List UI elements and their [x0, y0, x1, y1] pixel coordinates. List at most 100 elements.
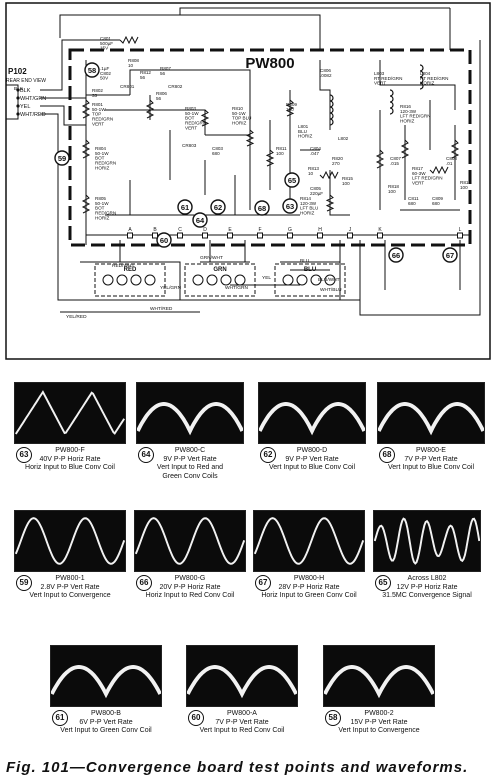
- test-point-circle: [284, 172, 300, 188]
- terminal-label: C: [178, 227, 182, 233]
- resistor-symbol: [81, 139, 91, 159]
- wire-label: WHT/GRN: [225, 285, 248, 291]
- trace-svg: [15, 517, 125, 565]
- inductor-symbol: [419, 64, 424, 90]
- coil-winding: [220, 274, 232, 286]
- label-l802: L802: [338, 136, 349, 141]
- terminal-label: K: [378, 227, 382, 233]
- wire: [359, 40, 481, 316]
- scope-trace-image: [14, 382, 126, 444]
- label-c804: C804.047: [310, 146, 321, 156]
- test-point-62: 62: [210, 199, 226, 215]
- test-point-circle: [54, 150, 70, 166]
- waveform-desc-line: Vert Input to Blue Conv Coil: [269, 464, 355, 471]
- connector-pin: [16, 112, 20, 116]
- waveform-desc-line: 7V P-P Vert Rate: [404, 455, 458, 463]
- coil-winding: [206, 274, 218, 286]
- waveform-number: 64: [138, 447, 154, 463]
- wire-label: BLU: [300, 258, 310, 264]
- trace-line: [259, 402, 365, 436]
- test-point-number: 59: [58, 154, 66, 163]
- terminal-A: [127, 232, 133, 239]
- test-point-circle: [254, 200, 270, 216]
- coil-label: RED: [124, 267, 137, 273]
- resistor-symbol: [145, 99, 155, 119]
- test-point-64: 64: [192, 212, 208, 228]
- connector-view: REAR END VIEW: [6, 78, 46, 84]
- terminal-K: [377, 232, 383, 239]
- resistor-symbol: [325, 194, 335, 212]
- trace-svg: [254, 517, 364, 565]
- label-c807: C807.015: [390, 156, 401, 166]
- waveform-desc-line: Vert Input to Red and: [156, 464, 224, 471]
- trace-svg: [259, 402, 365, 436]
- trace-line: [51, 665, 161, 699]
- wire-label: WHT/BLU: [320, 287, 342, 293]
- waveform-number: 65: [375, 575, 391, 591]
- resistor-symbol: [245, 129, 255, 147]
- trace-line: [137, 402, 243, 436]
- test-point-number: 66: [392, 251, 400, 260]
- terminal-G: [287, 232, 293, 239]
- conv-coil-red: RED: [94, 263, 166, 297]
- trace-line: [254, 517, 364, 565]
- scope-trace-image: [186, 645, 298, 707]
- resistor-symbol: [265, 149, 275, 167]
- waveform-number: 60: [188, 710, 204, 726]
- waveform-desc-line: Vert Input to Red Conv Coil: [199, 727, 285, 734]
- scope-trace-image: [323, 645, 435, 707]
- waveform-desc-line: 6V P-P Vert Rate: [79, 718, 133, 726]
- trace-svg: [51, 665, 161, 699]
- scope-trace-image: [134, 510, 246, 572]
- scope-trace-image: [50, 645, 162, 707]
- connector-pin-label: WHT/GRN: [20, 96, 46, 102]
- coil-winding: [130, 274, 142, 286]
- test-point-60: 60: [156, 232, 172, 248]
- trace-line: [324, 665, 434, 699]
- waveform-number: 58: [325, 710, 341, 726]
- resistor-symbol: [285, 99, 295, 117]
- trace-line: [378, 402, 484, 436]
- conv-coil-grn: GRN: [184, 263, 256, 297]
- waveform-title: Across L802: [407, 575, 447, 582]
- connector-body: [5, 84, 19, 120]
- terminal-label: F: [258, 227, 261, 233]
- test-point-63: 63: [282, 198, 298, 214]
- scope-trace-image: [14, 510, 126, 572]
- wire: [179, 7, 450, 15]
- test-point-58: 58: [84, 62, 100, 78]
- trace-line: [374, 517, 480, 565]
- waveform-desc-line: 40V P-P Horiz Rate: [39, 455, 101, 463]
- test-point-number: 65: [288, 176, 296, 185]
- scope-trace-image: [377, 382, 485, 444]
- scope-trace-image: [373, 510, 481, 572]
- test-point-number: 60: [160, 236, 168, 245]
- waveform-title: PW800-F: [55, 447, 85, 454]
- terminal-J: [347, 232, 353, 239]
- resistor-symbol: [119, 35, 139, 45]
- test-point-66: 66: [388, 247, 404, 263]
- trace-svg: [374, 517, 480, 565]
- wire: [40, 105, 86, 126]
- waveform-title: PW800-E: [416, 447, 446, 454]
- terminal-E: [227, 232, 233, 239]
- trace-line: [135, 517, 245, 565]
- coils: RED GRN BLU: [94, 64, 424, 297]
